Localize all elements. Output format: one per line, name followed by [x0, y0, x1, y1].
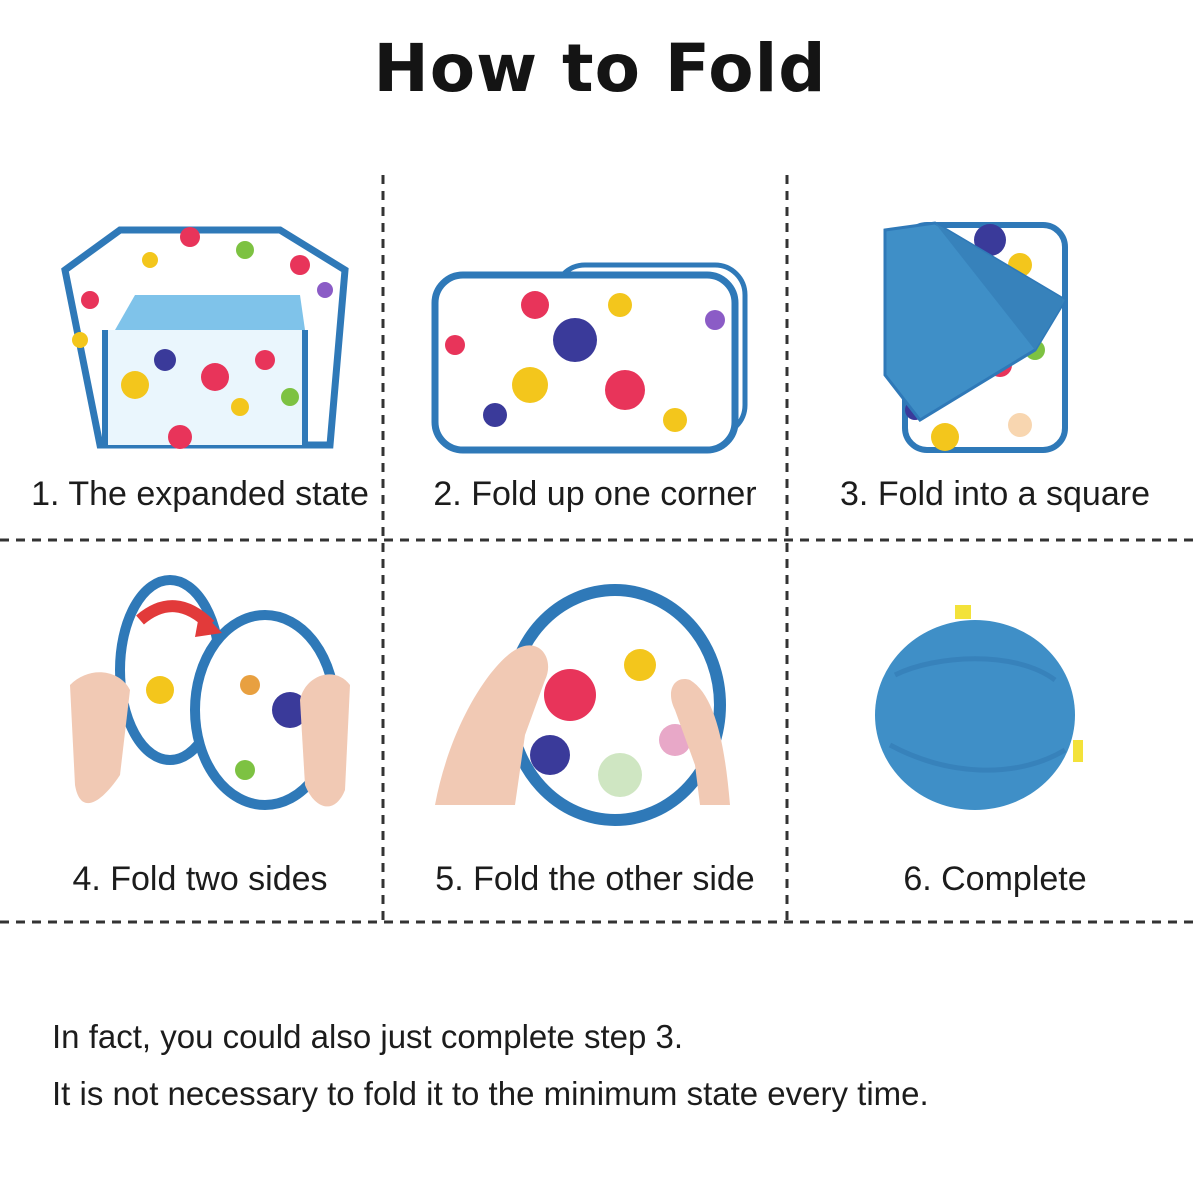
- step-3: 3. Fold into a square: [795, 175, 1195, 555]
- note-line-1: In fact, you could also just complete st…: [52, 1018, 684, 1055]
- step-1-illustration: [61, 226, 349, 449]
- step-3-illustration: [883, 221, 1068, 453]
- step-6-illustration: [875, 605, 1083, 810]
- step-4: 4. Fold two sides: [0, 565, 400, 945]
- step-caption: 1. The expanded state: [31, 475, 369, 513]
- step-6: 6. Complete: [795, 565, 1195, 945]
- step-caption: 5. Fold the other side: [435, 860, 755, 898]
- step-caption: 3. Fold into a square: [840, 475, 1150, 513]
- step-5: 5. Fold the other side: [395, 565, 795, 945]
- step-4-illustration: [70, 575, 350, 810]
- step-caption: 2. Fold up one corner: [433, 475, 757, 513]
- page-title: How to Fold: [373, 30, 827, 107]
- step-caption: 4. Fold two sides: [72, 860, 328, 898]
- step-2: 2. Fold up one corner: [395, 175, 795, 555]
- step-caption: 6. Complete: [903, 860, 1087, 898]
- step-2-illustration: [431, 262, 748, 454]
- step-5-illustration: [435, 584, 730, 826]
- note-line-2: It is not necessary to fold it to the mi…: [52, 1075, 929, 1112]
- step-1: 1. The expanded state: [0, 175, 400, 555]
